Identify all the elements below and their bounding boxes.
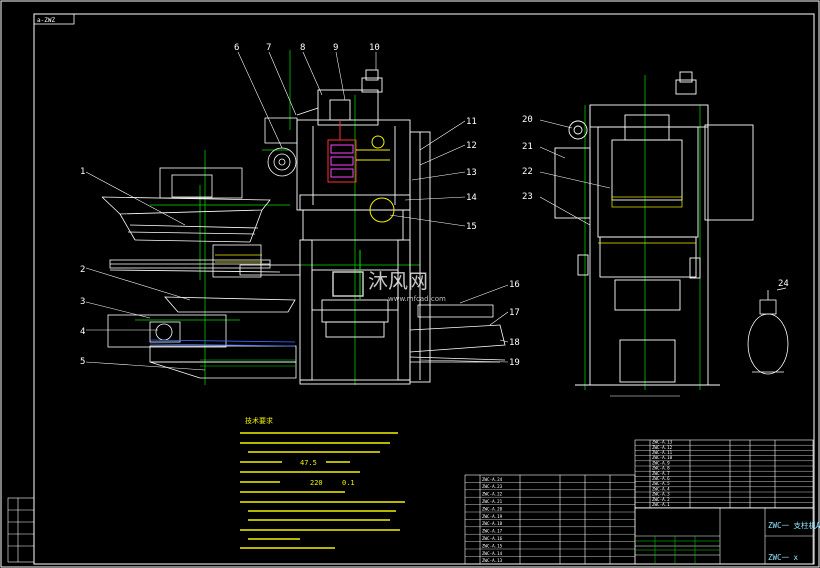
part-code: ZWC-A.1 <box>652 502 670 507</box>
callout-9: 9 <box>333 43 338 53</box>
callout-23: 23 <box>522 192 533 202</box>
inner-frame <box>33 13 815 565</box>
callout-4: 4 <box>80 327 85 337</box>
watermark: 沐风网 www.mfcad.com <box>332 269 446 303</box>
callout-3: 3 <box>80 297 85 307</box>
side-frame <box>554 71 754 386</box>
part-code: ZWC-A.16 <box>482 536 503 541</box>
part-code: ZWC-A.23 <box>482 484 503 489</box>
title-block-grid <box>635 536 720 564</box>
callout-15: 15 <box>466 222 477 232</box>
callout-5: 5 <box>80 357 85 367</box>
drawing-code: ZWC一 x <box>768 553 799 562</box>
side-view: 20 21 22 23 24 <box>522 71 789 397</box>
watermark-text: 沐风网 <box>368 269 428 293</box>
conveyor <box>109 244 301 278</box>
product-name: ZWC一 支柱机A <box>768 520 820 530</box>
part-code: ZWC-A.5 <box>652 481 670 486</box>
callout-19: 19 <box>509 358 520 368</box>
watermark-url: www.mfcad.com <box>388 295 446 303</box>
callout-24: 24 <box>778 279 789 289</box>
part-code: ZWC-A.14 <box>482 551 503 556</box>
callout-2: 2 <box>80 265 85 275</box>
callout-7: 7 <box>266 43 271 53</box>
callout-8: 8 <box>300 43 305 53</box>
part-code: ZWC-A.21 <box>482 499 503 504</box>
callout-14: 14 <box>466 193 477 203</box>
part-code: ZWC-A.22 <box>482 492 503 497</box>
callout-1: 1 <box>80 167 85 177</box>
callout-13: 13 <box>466 168 477 178</box>
technical-notes: 技术要求 47.5 220 0.1 <box>240 416 405 549</box>
outfeed <box>409 304 506 363</box>
notes-value-3: 47.5 <box>300 459 317 467</box>
callout-22: 22 <box>522 167 533 177</box>
part-code: ZWC-A.9 <box>652 460 670 465</box>
callout-21: 21 <box>522 142 533 152</box>
notes-lines <box>240 432 405 549</box>
callout-17: 17 <box>509 308 520 318</box>
callout-18: 18 <box>509 338 520 348</box>
corner-tag-box <box>33 13 75 25</box>
callout-11: 11 <box>466 117 477 127</box>
part-code: ZWC-A.20 <box>482 506 503 511</box>
callout-12: 12 <box>466 141 477 151</box>
part-code: ZWC-A.8 <box>652 466 670 471</box>
part-code: ZWC-A.18 <box>482 521 503 526</box>
callout-6: 6 <box>234 43 239 53</box>
leaders <box>85 51 509 371</box>
callout-20: 20 <box>522 115 533 125</box>
part-code: ZWC-A.24 <box>482 477 503 482</box>
notes-heading: 技术要求 <box>245 416 273 425</box>
part-code: ZWC-A.7 <box>652 471 670 476</box>
centerlines <box>135 50 420 385</box>
corner-tag: a-ZWZ <box>37 17 55 24</box>
part-code: ZWC-A.19 <box>482 514 503 519</box>
part-code: ZWC-A.4 <box>652 486 670 491</box>
part-code: ZWC-A.12 <box>652 445 673 450</box>
binding-strip <box>7 497 35 563</box>
notes-value-1: 220 <box>310 479 323 487</box>
part-code: ZWC-A.13 <box>482 558 503 563</box>
part-code: ZWC-A.13 <box>652 440 673 445</box>
callout-16: 16 <box>509 280 520 290</box>
callout-labels: 1 2 3 4 5 6 7 8 9 10 11 12 13 14 15 16 1… <box>80 43 520 368</box>
part-code: ZWC-A.2 <box>652 497 670 502</box>
parts-list-right: ZWC-A.13ZWC-A.12ZWC-A.11ZWC-A.10ZWC-A.9Z… <box>652 440 673 507</box>
press-frame <box>296 69 431 385</box>
front-view: 1 2 3 4 5 6 7 8 9 10 11 12 13 14 15 16 1… <box>80 43 520 385</box>
part-code: ZWC-A.3 <box>652 492 670 497</box>
parts-list-left: ZWC-A.24ZWC-A.23ZWC-A.22ZWC-A.21ZWC-A.20… <box>482 477 503 563</box>
part-code: ZWC-A.11 <box>652 450 673 455</box>
callout-10: 10 <box>369 43 380 53</box>
part-code: ZWC-A.17 <box>482 529 503 534</box>
lower-tank <box>107 296 297 379</box>
feeding-hopper <box>101 167 271 243</box>
part-code: ZWC-A.10 <box>652 455 673 460</box>
part-code: ZWC-A.6 <box>652 476 670 481</box>
drive-wheel <box>264 107 319 177</box>
pressure-tank <box>747 287 789 375</box>
valve-block <box>327 120 395 300</box>
title-block <box>464 439 814 565</box>
part-code: ZWC-A.15 <box>482 543 503 548</box>
notes-value-2: 0.1 <box>342 479 355 487</box>
